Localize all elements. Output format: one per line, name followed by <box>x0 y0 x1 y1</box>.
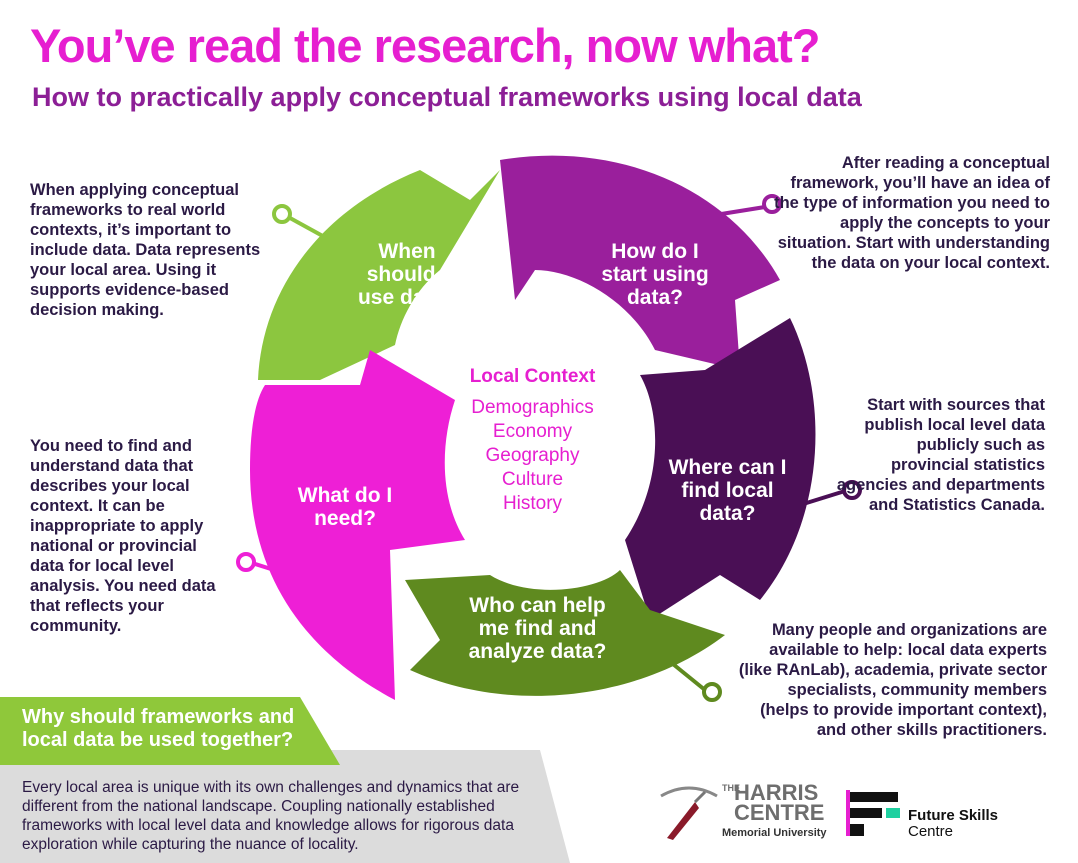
explanation-box <box>0 750 570 863</box>
fsc-line2: Centre <box>908 823 954 840</box>
segment-where <box>625 318 816 620</box>
why-heading: Why should frameworks and local data be … <box>22 706 295 751</box>
harris-centre-compass-icon <box>660 786 718 840</box>
harris-centre: CENTRE <box>734 800 825 825</box>
start-paragraph: Start with sources that publish local le… <box>836 396 1045 514</box>
label-where: Where can I find local data? <box>668 456 787 525</box>
future-skills-icon <box>846 790 900 836</box>
when-paragraph: When applying conceptual frameworks to r… <box>30 181 261 319</box>
why-body: Every local area is unique with its own … <box>22 779 520 853</box>
why-heading-box <box>0 697 340 765</box>
many-paragraph: Many people and organizations are availa… <box>738 621 1047 739</box>
segment-how <box>500 155 780 370</box>
segment-what <box>250 350 465 700</box>
center-title: Local Context <box>469 366 596 387</box>
label-how: How do I start using data? <box>601 240 709 309</box>
center-item: Demographics <box>471 397 594 418</box>
center-item: Economy <box>492 421 573 442</box>
center-item: Geography <box>485 445 580 466</box>
page-title: You’ve read the research, now what? <box>30 19 820 72</box>
harris-the: THE <box>722 783 740 793</box>
connector-who <box>666 658 722 702</box>
segment-when <box>258 170 500 380</box>
after-paragraph: After reading a conceptual framework, yo… <box>774 154 1050 272</box>
harris-name: HARRIS <box>734 780 819 805</box>
fsc-line1: Future Skills <box>908 807 999 824</box>
center-item: History <box>502 493 563 514</box>
label-what: What do I need? <box>297 484 393 530</box>
label-when: When should I use data? <box>357 240 457 309</box>
center-list: Demographics Economy Geography Culture H… <box>430 396 635 516</box>
label-who: Who can help me find and analyze data? <box>468 594 607 663</box>
connector-where <box>799 480 862 507</box>
page-subtitle: How to practically apply conceptual fram… <box>32 82 862 112</box>
need-paragraph: You need to find and understand data tha… <box>30 437 216 635</box>
harris-university: Memorial University <box>722 827 827 839</box>
segment-who <box>405 570 725 696</box>
center-item: Culture <box>501 469 564 490</box>
future-skills-logo: Future Skills Centre <box>908 808 998 840</box>
